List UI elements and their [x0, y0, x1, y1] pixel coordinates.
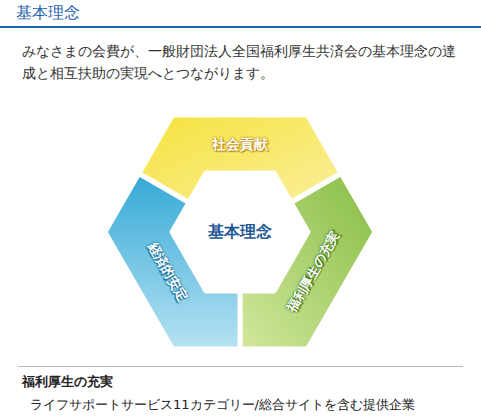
section-rule [18, 366, 463, 367]
center-hexagon [176, 177, 304, 288]
center-node: 基本理念 [204, 220, 276, 243]
center-label: 基本理念 [208, 222, 272, 241]
band-node: 社会貢献 [208, 134, 272, 155]
title-rule [0, 26, 481, 28]
section-body: ライフサポートサービス11カテゴリー/総合サイトを含む提供企業 [30, 396, 415, 414]
page-title: 基本理念 [16, 3, 80, 24]
intro-text: みなさまの会費が、一般財団法人全国福利厚生共済会の基本理念の達成と相互扶助の実現… [22, 40, 462, 84]
section-heading: 福利厚生の充実 [22, 373, 113, 391]
band-label: 社会貢献 [212, 136, 268, 153]
